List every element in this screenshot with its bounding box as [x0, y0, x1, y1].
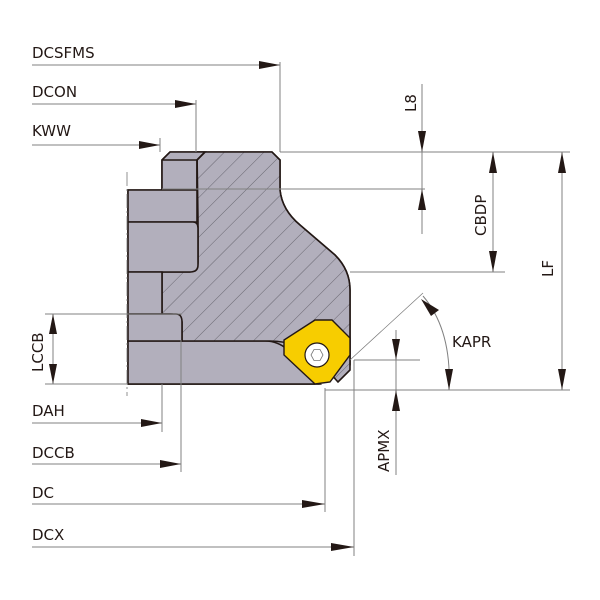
- label-dcx: DCX: [32, 526, 64, 544]
- label-apmx: APMX: [375, 429, 393, 472]
- dim-dcx: DCX: [32, 526, 354, 551]
- hex-socket-icon: [310, 349, 324, 361]
- insert-screw: [304, 342, 330, 368]
- dim-dc: DC: [32, 484, 325, 508]
- label-dah: DAH: [32, 402, 65, 420]
- label-dccb: DCCB: [32, 444, 75, 462]
- dim-lccb: LCCB: [29, 314, 57, 384]
- label-l8: L8: [402, 94, 420, 112]
- label-lf: LF: [539, 260, 557, 277]
- label-kww: KWW: [32, 122, 71, 140]
- lower-left-block: [127, 271, 163, 315]
- dim-dah: DAH: [32, 402, 162, 427]
- counterbore-block: [127, 313, 183, 342]
- dim-kww: KWW: [32, 122, 160, 149]
- dim-lf: LF: [539, 152, 566, 390]
- insert: [283, 319, 351, 385]
- cutter-body: [127, 151, 351, 385]
- label-lccb: LCCB: [29, 332, 47, 372]
- dim-dcon: DCON: [32, 83, 196, 108]
- dim-l8: L8: [402, 84, 426, 234]
- label-dcsfms: DCSFMS: [32, 44, 95, 62]
- dim-apmx: APMX: [375, 330, 400, 475]
- dim-dcsfms: DCSFMS: [32, 44, 280, 69]
- label-cbdp: CBDP: [472, 195, 490, 236]
- label-dcon: DCON: [32, 83, 77, 101]
- dim-kapr: KAPR: [421, 295, 491, 391]
- upper-block: [127, 189, 198, 223]
- extension-lines: [45, 62, 570, 556]
- dim-dccb: DCCB: [32, 444, 181, 468]
- label-dc: DC: [32, 484, 54, 502]
- dim-cbdp: CBDP: [472, 152, 497, 272]
- mid-block: [127, 221, 199, 273]
- label-kapr: KAPR: [452, 333, 491, 351]
